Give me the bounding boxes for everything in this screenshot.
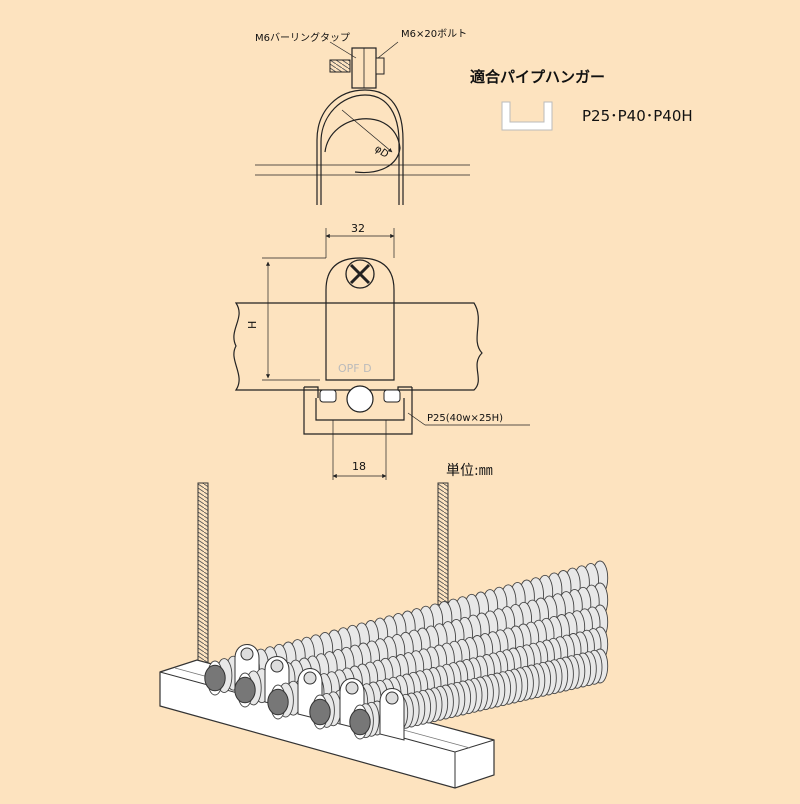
channel-section-icon — [501, 101, 553, 131]
compatible-models: P25･P40･P40H — [582, 107, 693, 125]
product-marking: OPF D — [338, 362, 372, 375]
side-view: OPF D 32 H 18 P25(40w×25H) — [233, 222, 530, 480]
channel-outer — [303, 387, 413, 435]
hanger-outer-outline — [316, 89, 404, 205]
diameter-dimension — [341, 109, 393, 153]
channel-label: P25(40w×25H) — [427, 413, 503, 424]
compatible-hanger-info: 適合パイプハンガー P25･P40･P40H — [470, 68, 693, 131]
dim-bottom-width-label: 18 — [352, 460, 366, 473]
clamp-nut — [346, 385, 374, 413]
pipe-side — [233, 302, 483, 391]
bolt-head — [375, 57, 385, 75]
tap-label: M6バーリングタップ — [255, 31, 350, 44]
hanger-rod-left — [197, 482, 209, 664]
bolt-label: M6×20ボルト — [401, 28, 467, 40]
dim-height-label: H — [246, 321, 259, 329]
compatible-heading: 適合パイプハンガー — [470, 68, 605, 86]
hanger-inner-outline — [320, 94, 400, 205]
corrugated-pipe — [349, 648, 609, 741]
bolt-thread — [329, 59, 351, 73]
front-view: φD M6バーリングタップ M6×20ボルト — [255, 28, 470, 205]
installation-illustration — [159, 482, 609, 789]
diameter-label: φD — [372, 143, 390, 160]
pipe-section — [324, 118, 401, 174]
corrugated-pipes — [204, 560, 609, 741]
clamp-body — [325, 257, 395, 381]
unit-label: 単位:㎜ — [446, 463, 493, 479]
dim-top-width-label: 32 — [351, 222, 365, 235]
